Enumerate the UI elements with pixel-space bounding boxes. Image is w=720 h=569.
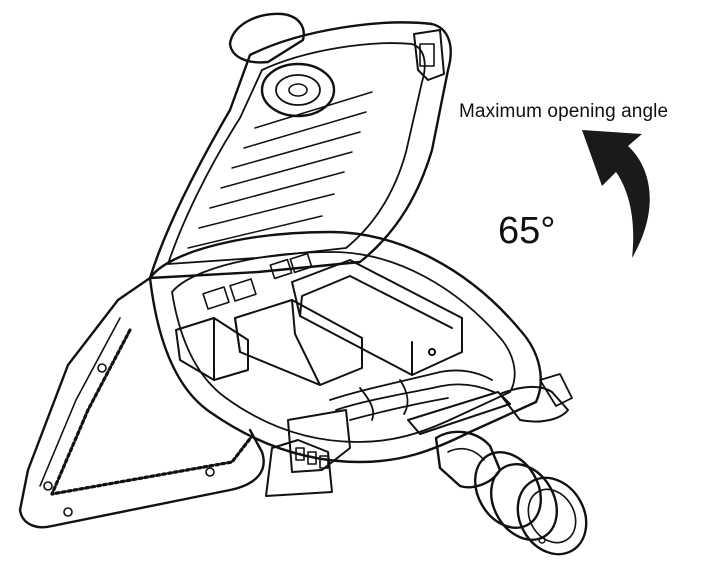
plug-ring-1 xyxy=(474,451,542,529)
opening-angle-value: 65° xyxy=(498,210,556,252)
cable-outlet xyxy=(407,391,511,435)
base-seal-groove xyxy=(50,328,254,496)
housing-inner-wall xyxy=(171,251,516,443)
lid-outline xyxy=(148,21,452,280)
base-screws xyxy=(43,363,215,517)
lid-top-gland xyxy=(228,12,305,64)
lid-ribs xyxy=(187,91,373,249)
terminal-blocks xyxy=(202,252,313,310)
curved-arrow-icon xyxy=(582,130,650,258)
plug-face xyxy=(516,476,588,556)
terminal-plate xyxy=(265,439,333,497)
contactor-modules xyxy=(175,259,463,386)
wiring-bundle xyxy=(329,369,495,421)
housing-base-panel xyxy=(18,276,265,529)
front-bracket xyxy=(287,409,351,473)
plug-body xyxy=(434,430,502,489)
lid-inner-rim xyxy=(167,42,426,265)
housing-body-outline xyxy=(148,230,542,464)
lid-latch xyxy=(413,29,445,81)
max-opening-angle-label: Maximum opening angle xyxy=(459,101,669,122)
lid-connector-ring xyxy=(260,62,336,118)
